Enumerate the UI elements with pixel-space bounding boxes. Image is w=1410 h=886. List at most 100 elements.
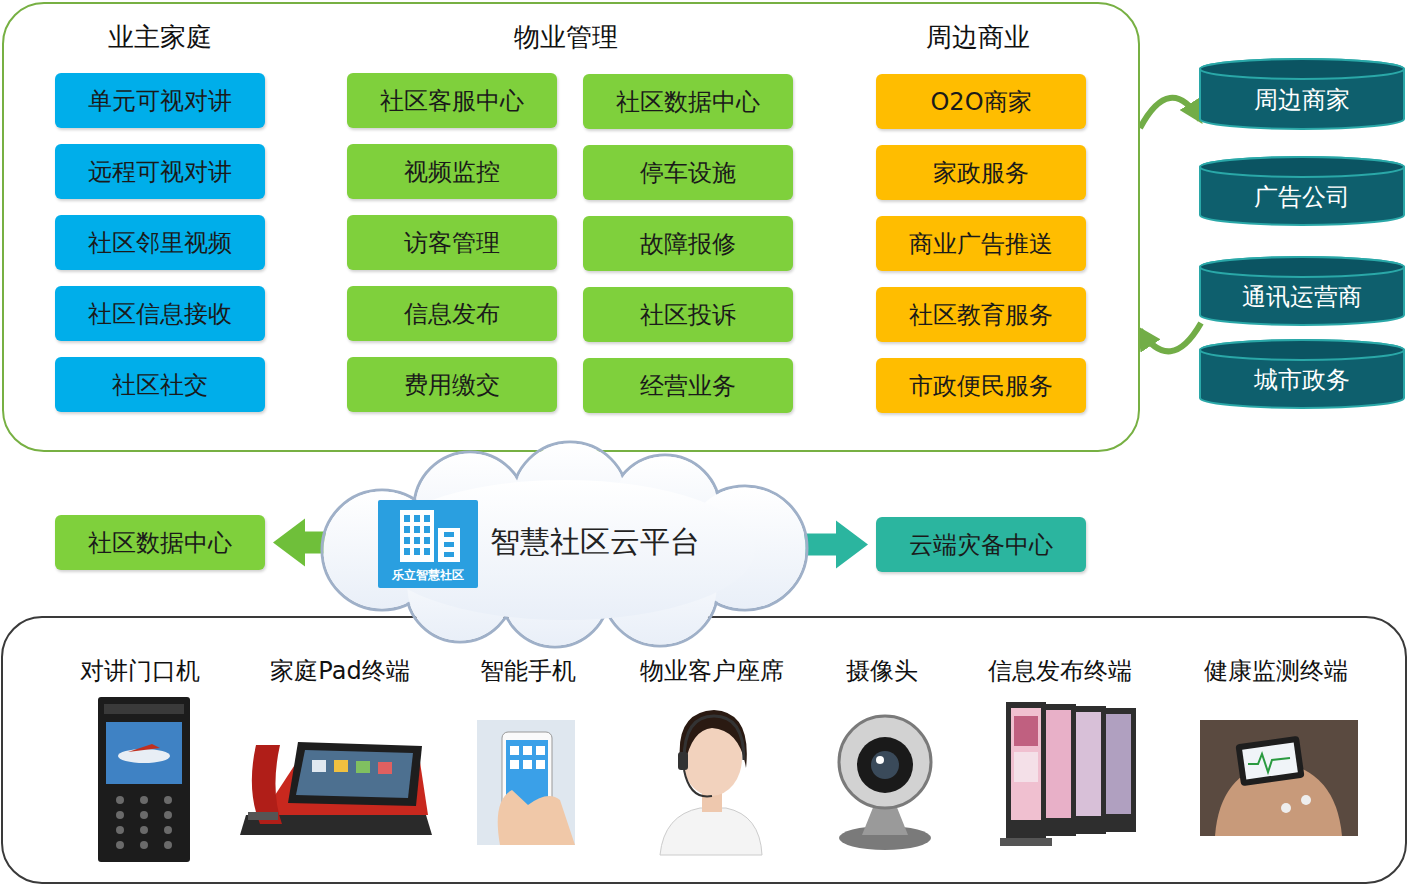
service-box: 费用缴交 [347,357,557,412]
service-box: O2O商家 [876,74,1086,129]
box-label: 社区信息接收 [88,298,232,330]
group-panel: 业主家庭 物业管理 周边商业单元可视对讲远程可视对讲社区邻里视频社区信息接收社区社交… [2,2,1140,452]
box-label: 访客管理 [404,227,500,259]
box-label: 社区社交 [112,369,208,401]
service-box: 单元可视对讲 [55,73,265,128]
box-label: 社区投诉 [640,299,736,331]
service-box: 社区客服中心 [347,73,557,128]
window-icon [404,515,410,522]
cylinder-body [1200,340,1404,408]
building-icon [438,528,460,562]
cylinder-body [1200,59,1404,129]
device-caption: 健康监测终端 [1176,655,1376,687]
box-label: 经营业务 [640,370,736,402]
box-label: 信息发布 [404,298,500,330]
webcam-picture [839,716,931,850]
window-icon [424,548,430,555]
window-icon [404,526,410,533]
health-monitor-picture [1200,720,1358,836]
cylinder-label: 周边商家 [1254,84,1350,116]
cylinder-body [1200,257,1404,325]
curved-arrow [1140,323,1201,351]
service-box: 社区邻里视频 [55,215,265,270]
window-icon [424,526,430,533]
box-label: 远程可视对讲 [88,156,232,188]
service-box: 经营业务 [583,358,793,413]
window-icon [414,537,420,544]
cylinder-top [1200,340,1404,360]
window-icon [414,515,420,522]
box-label: 社区数据中心 [616,86,760,118]
cylinder-top [1200,59,1404,79]
service-box: 社区信息接收 [55,286,265,341]
service-box: 故障报修 [583,216,793,271]
pad-terminal-picture [240,742,432,835]
block-arrow [273,519,326,567]
service-box: 视频监控 [347,144,557,199]
partner-cylinder: 广告公司 [1198,155,1406,227]
smartphone-picture [477,720,575,845]
box-label: O2O商家 [930,86,1031,118]
service-box: 市政便民服务 [876,358,1086,413]
window-icon [444,552,454,557]
window-icon [424,537,430,544]
box-label: 社区数据中心 [88,527,232,559]
box-label: 市政便民服务 [909,370,1053,402]
cloud-title: 智慧社区云平台 [490,522,740,563]
box-label: 云端灾备中心 [909,529,1053,561]
icon-caption: 乐立智慧社区 [378,567,478,584]
device-caption: 信息发布终端 [960,655,1160,687]
device-caption: 家庭Pad终端 [240,655,440,687]
group-heading: 周边商业 [848,20,1108,55]
partner-cylinder: 城市政务 [1198,338,1406,410]
device-caption: 物业客户座席 [612,655,812,687]
group-heading: 物业管理 [436,20,696,55]
box-label: 费用缴交 [404,369,500,401]
partner-cylinder: 周边商家 [1198,57,1406,131]
window-icon [444,532,454,537]
cylinder-label: 城市政务 [1254,364,1350,396]
box-label: 单元可视对讲 [88,85,232,117]
service-box: 社区数据中心 [583,74,793,129]
partner-cylinder: 通讯运营商 [1198,255,1406,327]
cylinder-body [1200,157,1404,225]
window-icon [404,537,410,544]
box-label: 社区邻里视频 [88,227,232,259]
service-box: 信息发布 [347,286,557,341]
cylinder-label: 广告公司 [1254,181,1350,213]
box-label: 社区客服中心 [380,85,524,117]
platform-icon [378,500,478,588]
cylinder-label: 通讯运营商 [1242,281,1362,313]
service-box: 远程可视对讲 [55,144,265,199]
box-label: 停车设施 [640,157,736,189]
service-box: 社区投诉 [583,287,793,342]
box-label: 视频监控 [404,156,500,188]
cylinder-top [1200,257,1404,277]
box-label: 商业广告推送 [909,228,1053,260]
window-icon [414,548,420,555]
device-caption: 智能手机 [428,655,628,687]
service-box: 社区数据中心 [55,515,265,570]
cylinder-top [1200,157,1404,177]
service-box: 访客管理 [347,215,557,270]
device-panel [2,617,1406,883]
window-icon [404,548,410,555]
window-icon [444,542,454,547]
device-caption: 对讲门口机 [40,655,240,687]
kiosk-picture [1000,702,1136,846]
block-arrow [804,521,868,569]
window-icon [414,526,420,533]
device-caption: 摄像头 [782,655,982,687]
cloud-fill [375,480,755,620]
service-box: 停车设施 [583,145,793,200]
window-icon [424,515,430,522]
box-label: 社区教育服务 [909,299,1053,331]
curved-arrow [1140,98,1200,128]
building-icon [400,510,434,562]
service-box: 社区教育服务 [876,287,1086,342]
service-box: 商业广告推送 [876,216,1086,271]
service-box: 云端灾备中心 [876,517,1086,572]
service-box: 家政服务 [876,145,1086,200]
group-heading: 业主家庭 [30,20,290,55]
intercom-picture [98,697,190,862]
